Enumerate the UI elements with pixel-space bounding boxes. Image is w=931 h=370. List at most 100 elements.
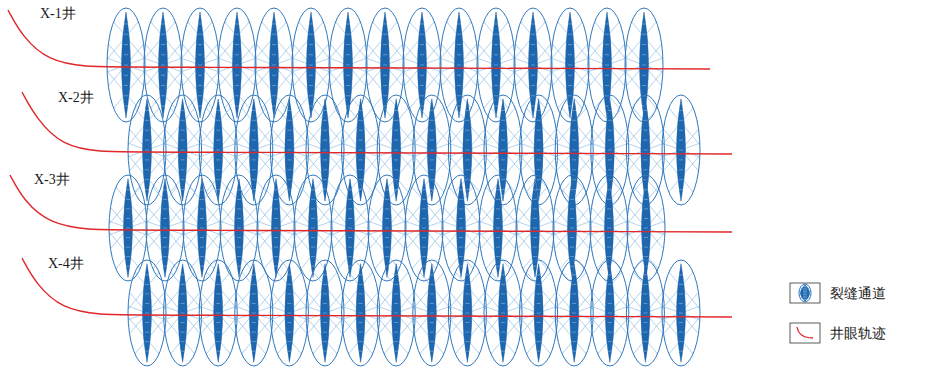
fracture-texture <box>570 247 574 248</box>
fracture-texture <box>465 159 469 160</box>
fracture-texture <box>608 110 612 111</box>
fracture-texture <box>422 228 426 229</box>
fracture-texture <box>501 110 505 111</box>
fracture-texture <box>501 179 505 180</box>
fracture-texture <box>459 228 463 229</box>
stimulated-zone <box>555 260 593 366</box>
fracture-texture <box>605 34 609 35</box>
fracture-texture <box>383 65 387 66</box>
fracture-texture <box>359 332 363 333</box>
fracture-texture <box>323 110 327 111</box>
fracture-texture <box>216 120 220 121</box>
fracture-texture <box>287 140 291 141</box>
fracture-texture <box>272 75 276 76</box>
fracture-texture <box>235 85 239 86</box>
stimulated-zone <box>146 175 184 281</box>
fracture-texture <box>501 313 505 314</box>
fracture-texture <box>501 293 505 294</box>
fracture-texture <box>181 322 185 323</box>
fracture-texture <box>608 179 612 180</box>
fracture-texture <box>679 274 683 275</box>
fracture-texture <box>346 23 350 24</box>
fracture-texture <box>537 293 541 294</box>
well-label: X-3井 <box>34 172 70 188</box>
fracture-texture <box>459 208 463 209</box>
fracture-texture <box>803 286 807 287</box>
fracture-texture <box>537 150 541 151</box>
fracture-texture <box>605 85 609 86</box>
stimulated-zone <box>448 95 486 205</box>
fracture-texture <box>643 274 647 275</box>
fracture-texture <box>394 169 398 170</box>
fracture-texture <box>383 85 387 86</box>
fracture-texture <box>608 351 612 352</box>
stimulated-zone <box>662 260 700 366</box>
fracture-texture <box>359 284 363 285</box>
fracture-texture <box>323 179 327 180</box>
fracture-texture <box>252 322 256 323</box>
main-fracture <box>534 264 543 363</box>
well-trajectory <box>8 10 710 69</box>
fracture-texture <box>568 34 572 35</box>
fracture-texture <box>385 247 389 248</box>
fracture-texture <box>679 179 683 180</box>
main-fracture <box>122 12 131 118</box>
fracture-texture <box>803 299 807 300</box>
main-fracture <box>499 99 508 201</box>
fracture-texture <box>252 130 256 131</box>
main-fracture <box>605 179 614 278</box>
fracture-channel <box>627 175 665 281</box>
fracture-texture <box>605 44 609 45</box>
fracture-texture <box>309 23 313 24</box>
fracture-texture <box>608 332 612 333</box>
fracture-texture <box>642 85 646 86</box>
fracture-texture <box>124 85 128 86</box>
main-fracture <box>233 12 242 118</box>
fracture-texture <box>272 85 276 86</box>
fracture-texture <box>126 199 130 200</box>
fracture-texture <box>501 332 505 333</box>
fracture-texture <box>198 106 202 107</box>
fracture-texture <box>608 284 612 285</box>
fracture-texture <box>161 54 165 55</box>
fracture-texture <box>198 75 202 76</box>
stimulated-zone <box>235 260 273 366</box>
fracture-texture <box>394 284 398 285</box>
fracture-texture <box>679 140 683 141</box>
fracture-texture <box>501 150 505 151</box>
fracture-texture <box>145 159 149 160</box>
fracture-texture <box>501 120 505 121</box>
main-fracture <box>178 264 187 363</box>
fracture-texture <box>501 159 505 160</box>
fracture-texture <box>200 189 204 190</box>
fracture-texture <box>145 303 149 304</box>
main-fracture <box>531 179 540 278</box>
stimulated-zone <box>164 95 202 205</box>
main-fracture <box>420 179 429 278</box>
fracture-texture <box>803 294 807 295</box>
fracture-texture <box>126 218 130 219</box>
fracture-texture <box>679 303 683 304</box>
main-fracture <box>309 179 318 278</box>
fracture-texture <box>420 85 424 86</box>
fracture-texture <box>803 289 807 290</box>
fracture-texture <box>420 44 424 45</box>
fracture-channel <box>448 95 486 205</box>
fracture-texture <box>272 54 276 55</box>
fracture-texture <box>163 247 167 248</box>
fracture-channel <box>403 8 441 122</box>
fracture-texture <box>607 256 611 257</box>
fracture-channel <box>255 8 293 122</box>
stimulated-zone <box>128 95 166 205</box>
fracture-texture <box>272 65 276 66</box>
fracture-texture <box>572 169 576 170</box>
stimulated-zone <box>144 8 182 122</box>
main-fracture <box>641 264 650 363</box>
fracture-texture <box>145 140 149 141</box>
fracture-channel <box>199 95 237 205</box>
fracture-texture <box>359 120 363 121</box>
fracture-texture <box>430 293 434 294</box>
fracture-texture <box>430 120 434 121</box>
